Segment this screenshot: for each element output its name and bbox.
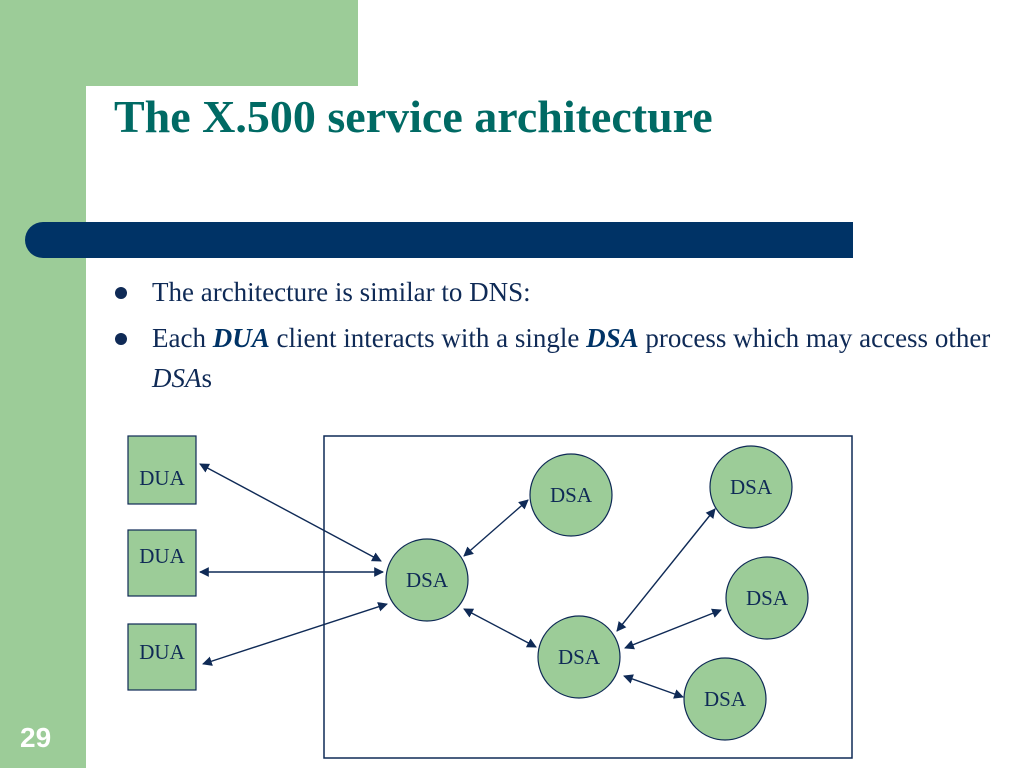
dua-label-1: DUA bbox=[139, 466, 185, 490]
arrow-lower-topright bbox=[616, 508, 716, 632]
bullet-2-mid: client interacts with a single bbox=[269, 323, 587, 353]
slide-title: The X.500 service architecture bbox=[114, 91, 713, 142]
dsa-label-mid-right: DSA bbox=[746, 586, 789, 610]
arrow-dua3-dsa bbox=[202, 602, 388, 666]
arrow-dsa-lower bbox=[463, 608, 537, 648]
bullet-list: The architecture is similar to DNS: Each… bbox=[112, 272, 992, 404]
dua-node-1: DUA bbox=[127, 435, 197, 505]
green-left-band bbox=[0, 0, 86, 768]
dua-node-2: DUA bbox=[127, 529, 197, 597]
arrow-lower-midright bbox=[624, 608, 722, 650]
bullet-2-suffix: process which may access other bbox=[638, 323, 991, 353]
dsa-node-lower-hub: DSA bbox=[537, 615, 621, 699]
dsa-node-mid-right: DSA bbox=[725, 556, 809, 640]
dsa-node-bottom-right: DSA bbox=[683, 657, 767, 741]
dsa-label-bottom-right: DSA bbox=[704, 687, 747, 711]
dua-node-3: DUA bbox=[127, 623, 197, 691]
dua-term: DUA bbox=[212, 323, 270, 353]
dsa-label-center: DSA bbox=[406, 568, 449, 592]
slide-number: 29 bbox=[20, 722, 52, 753]
dsa-label-top-right: DSA bbox=[730, 475, 773, 499]
dsa-label-upper: DSA bbox=[550, 483, 593, 507]
title-divider-bar bbox=[25, 222, 853, 258]
bullet-1-text: The architecture is similar to DNS: bbox=[152, 277, 531, 307]
dsa-term-2: DSA bbox=[152, 363, 202, 393]
dsa-directory-box bbox=[323, 435, 853, 759]
dsa-label-lower-hub: DSA bbox=[558, 645, 601, 669]
bullet-item-2: Each DUA client interacts with a single … bbox=[112, 318, 992, 398]
dsa-node-upper: DSA bbox=[529, 453, 613, 537]
arrow-dua1-dsa bbox=[199, 463, 382, 562]
arrow-dsa-upper bbox=[463, 499, 529, 557]
dsa-node-top-right: DSA bbox=[709, 445, 793, 529]
dua-label-3: DUA bbox=[139, 640, 185, 664]
dsa-term: DSA bbox=[586, 323, 639, 353]
bullet-2-prefix: Each bbox=[152, 323, 213, 353]
bullet-item-1: The architecture is similar to DNS: bbox=[112, 272, 992, 312]
dsa-node-center: DSA bbox=[385, 538, 469, 622]
arrow-lower-bottomright bbox=[623, 674, 684, 699]
bullet-2-plural: s bbox=[201, 363, 213, 393]
dua-label-2: DUA bbox=[139, 544, 185, 568]
